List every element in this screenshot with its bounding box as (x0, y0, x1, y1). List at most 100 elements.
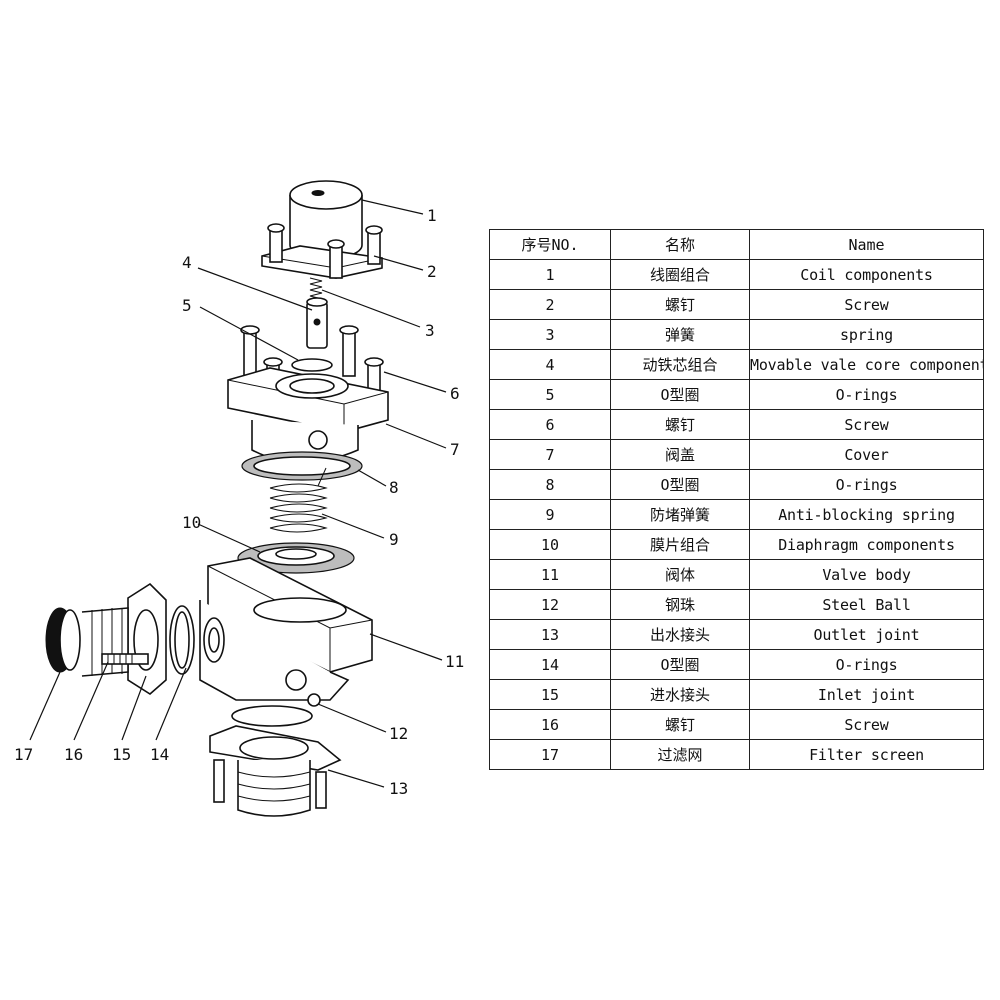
cover-oring-part (241, 451, 363, 481)
row-name-en: Movable vale core components (749, 349, 984, 380)
row-name-en: Screw (749, 409, 984, 440)
row-no: 2 (489, 289, 611, 320)
header-name-en: Name (749, 229, 984, 260)
callout-1: 1 (427, 206, 437, 225)
callout-11: 11 (445, 652, 464, 671)
row-no: 5 (489, 379, 611, 410)
callout-12: 12 (389, 724, 408, 743)
row-name-cn: O型圈 (610, 469, 750, 500)
callout-9: 9 (389, 530, 399, 549)
callout-numbers: 1 2 3 4 5 6 7 8 9 10 11 12 13 14 15 16 1… (14, 206, 464, 798)
row-name-cn: 钢珠 (610, 589, 750, 620)
cover-part (227, 367, 389, 464)
row-no: 16 (489, 709, 611, 740)
callout-13: 13 (389, 779, 408, 798)
row-name-cn: 防堵弹簧 (610, 499, 750, 530)
inlet-screws-part (101, 653, 149, 665)
coil-screws-part (261, 223, 383, 279)
callout-5: 5 (182, 296, 192, 315)
inlet-joint-part (81, 582, 167, 695)
callout-15: 15 (112, 745, 131, 764)
row-name-cn: 阀体 (610, 559, 750, 590)
row-no: 11 (489, 559, 611, 590)
row-name-en: Screw (749, 289, 984, 320)
table-header-row: 序号NO. 名称 Name (489, 229, 984, 260)
row-no: 10 (489, 529, 611, 560)
row-name-cn: O型圈 (610, 649, 750, 680)
small-spring-part (309, 277, 323, 300)
small-oring-part (291, 358, 333, 372)
callout-16: 16 (64, 745, 83, 764)
callout-2: 2 (427, 262, 437, 281)
anti-blocking-spring-part (269, 467, 328, 533)
callout-10: 10 (182, 513, 201, 532)
row-name-en: Coil components (749, 259, 984, 290)
row-name-cn: 螺钉 (610, 709, 750, 740)
outlet-joint-part (209, 705, 342, 817)
row-name-en: Anti-blocking spring (749, 499, 984, 530)
row-name-cn: 出水接头 (610, 619, 750, 650)
row-name-en: Outlet joint (749, 619, 984, 650)
row-name-cn: 动铁芯组合 (610, 349, 750, 380)
row-name-cn: 过滤网 (610, 739, 750, 770)
callout-17: 17 (14, 745, 33, 764)
row-name-en: O-rings (749, 469, 984, 500)
row-no: 1 (489, 259, 611, 290)
row-no: 17 (489, 739, 611, 770)
row-name-en: Cover (749, 439, 984, 470)
valve-body-part (199, 557, 373, 701)
row-no: 4 (489, 349, 611, 380)
row-no: 7 (489, 439, 611, 470)
row-name-en: spring (749, 319, 984, 350)
row-name-en: Diaphragm components (749, 529, 984, 560)
diaphragm-part (237, 542, 355, 574)
row-name-en: Screw (749, 709, 984, 740)
row-name-en: Valve body (749, 559, 984, 590)
header-index: 序号NO. (489, 229, 611, 260)
row-name-cn: O型圈 (610, 379, 750, 410)
row-name-cn: 膜片组合 (610, 529, 750, 560)
row-name-cn: 螺钉 (610, 289, 750, 320)
row-name-en: O-rings (749, 649, 984, 680)
callout-6: 6 (450, 384, 460, 403)
callout-7: 7 (450, 440, 460, 459)
callout-4: 4 (182, 253, 192, 272)
row-name-en: Steel Ball (749, 589, 984, 620)
callout-14: 14 (150, 745, 169, 764)
leader-lines (29, 199, 447, 788)
row-name-cn: 阀盖 (610, 439, 750, 470)
row-no: 6 (489, 409, 611, 440)
header-name-cn: 名称 (610, 229, 750, 260)
row-name-cn: 进水接头 (610, 679, 750, 710)
filter-screen-part (45, 607, 81, 673)
row-no: 3 (489, 319, 611, 350)
row-name-en: Filter screen (749, 739, 984, 770)
steel-ball-part (307, 693, 321, 707)
row-name-cn: 线圈组合 (610, 259, 750, 290)
row-name-cn: 螺钉 (610, 409, 750, 440)
row-name-en: O-rings (749, 379, 984, 410)
row-no: 12 (489, 589, 611, 620)
inlet-oring-part (169, 605, 195, 675)
callout-8: 8 (389, 478, 399, 497)
